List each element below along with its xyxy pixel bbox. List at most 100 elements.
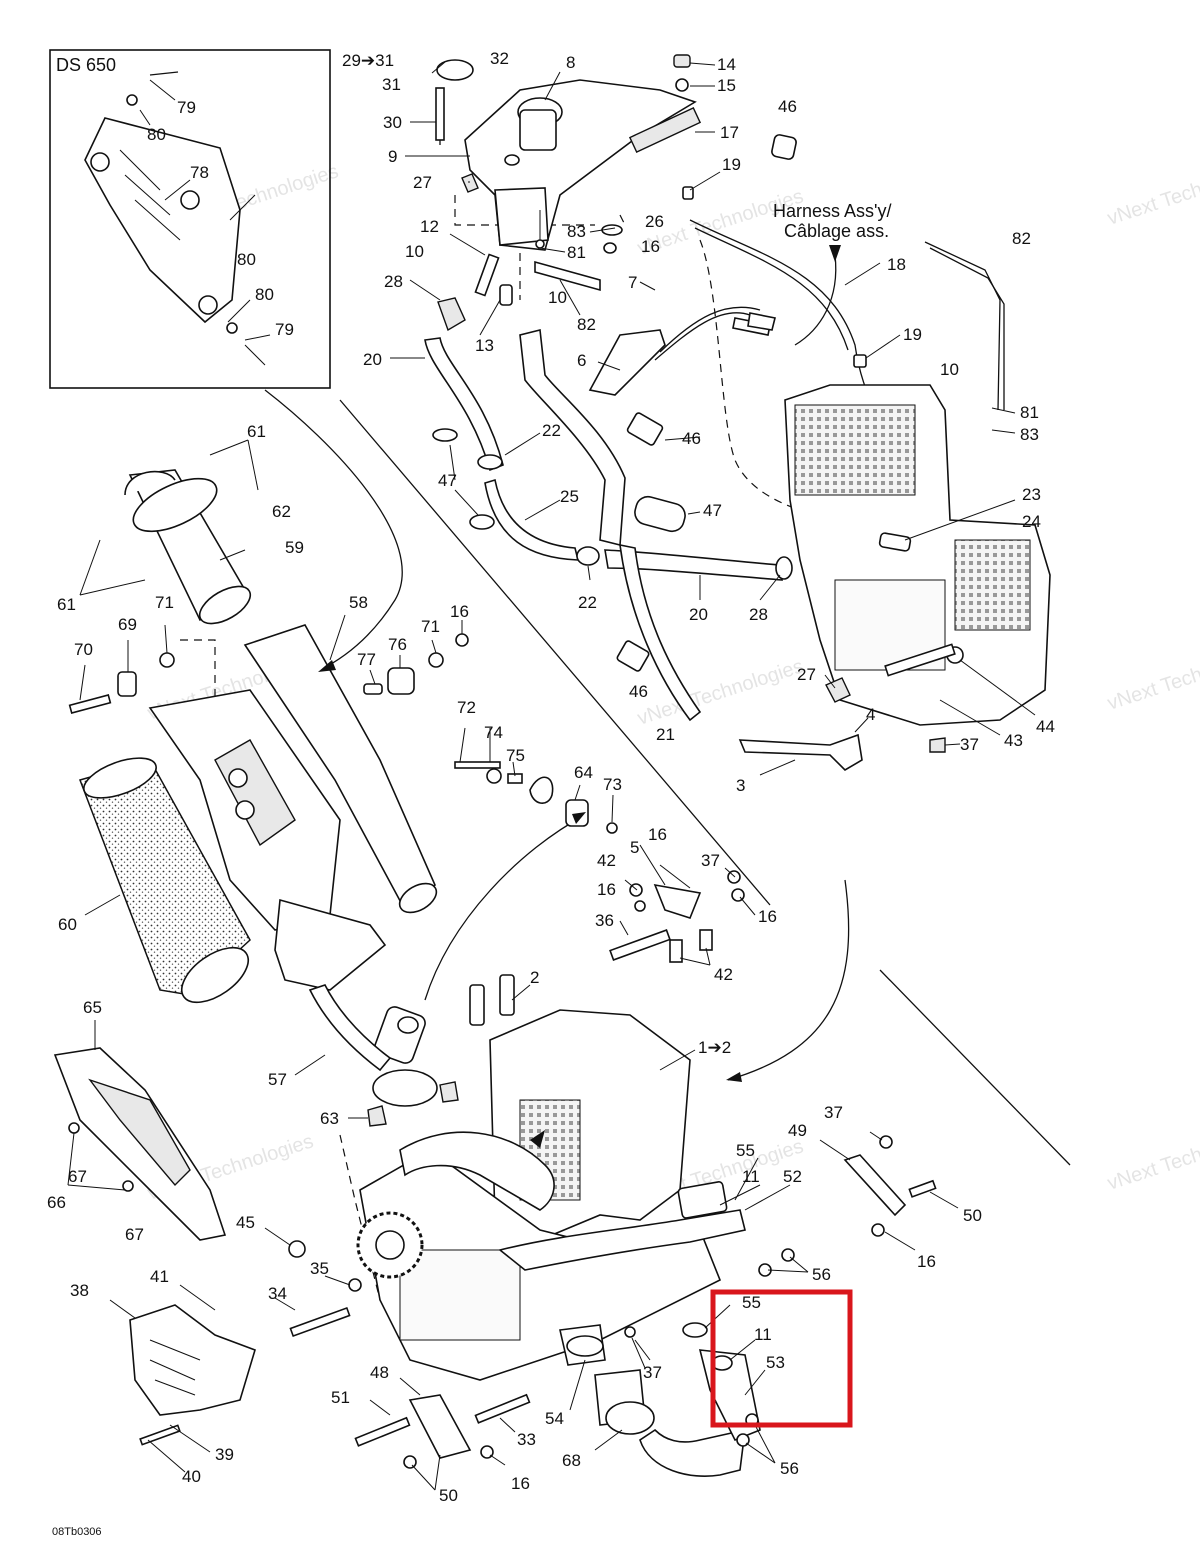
callout: 12 [420, 217, 439, 236]
callout: 40 [182, 1467, 201, 1486]
callout: 17 [720, 123, 739, 142]
callout: 2 [530, 968, 539, 987]
watermark: vNext Technologies [1105, 155, 1200, 229]
callout: 67 [125, 1225, 144, 1244]
gasket-47 [634, 495, 686, 533]
callout: 82 [1012, 229, 1031, 248]
callout: 16 [641, 237, 660, 256]
callout: 35 [310, 1259, 329, 1278]
callout: 22 [542, 421, 561, 440]
callout: 79 [177, 98, 196, 117]
callout: 46 [629, 682, 648, 701]
callout: 81 [1020, 403, 1039, 422]
callout: 15 [717, 76, 736, 95]
engine-upper-right [738, 384, 1051, 772]
flange-57 [372, 1069, 438, 1107]
callout: 60 [58, 915, 77, 934]
flange [132, 477, 218, 533]
callout: 82 [577, 315, 596, 334]
callout: 53 [766, 1353, 785, 1372]
callout: 19 [903, 325, 922, 344]
clamp-46 [771, 134, 797, 160]
bracket-5 [653, 883, 702, 919]
callout: 10 [405, 242, 424, 261]
callout: 77 [357, 650, 376, 669]
muffler-assembly [68, 469, 469, 1004]
coolant-hoses [424, 329, 793, 722]
callout: 5 [630, 838, 639, 857]
leader-lines [67, 61, 1036, 1491]
bolt-33 [474, 1393, 531, 1424]
callout: 29➔31 [342, 51, 394, 70]
callout-labels: 79 80 78 80 80 79 29➔31 31 32 8 14 15 30… [47, 49, 1055, 1505]
bolt-70 [68, 693, 112, 715]
callout: 42 [597, 851, 616, 870]
callout: 27 [413, 173, 432, 192]
callout: 26 [645, 212, 664, 231]
callout: 48 [370, 1363, 389, 1382]
callout: 37 [824, 1103, 843, 1122]
callout: 28 [384, 272, 403, 291]
callout: 9 [388, 147, 397, 166]
lever-3 [738, 733, 863, 772]
bolt-36 [609, 929, 671, 961]
callout: 36 [595, 911, 614, 930]
callout: 20 [363, 350, 382, 369]
bolt-34 [289, 1306, 351, 1338]
spring-clip-64 [529, 776, 554, 804]
flange-68 [605, 1401, 655, 1435]
callout: 83 [1020, 425, 1039, 444]
o-ring-47 [432, 428, 458, 442]
inset-ds650: DS 650 [49, 49, 331, 389]
callout: 83 [567, 222, 586, 241]
callout: 76 [388, 635, 407, 654]
lower-left-shields [53, 1047, 636, 1469]
callout: 81 [567, 243, 586, 262]
callout: 63 [320, 1109, 339, 1128]
grommet-76 [387, 667, 415, 695]
callout: 50 [963, 1206, 982, 1225]
callout: 71 [155, 593, 174, 612]
callout: 50 [439, 1486, 458, 1505]
callout: 31 [382, 75, 401, 94]
callout: 23 [1022, 485, 1041, 504]
foam-strip-17 [628, 107, 702, 153]
callout: 64 [574, 763, 593, 782]
callout: 13 [475, 336, 494, 355]
engine-lower [308, 974, 795, 1478]
callout: 80 [255, 285, 274, 304]
arrows [318, 245, 841, 1148]
hose-20b [604, 549, 783, 581]
callout: 47 [438, 471, 457, 490]
callout: 37 [643, 1363, 662, 1382]
harness-label: Harness Ass'y/ Câblage ass. [773, 201, 891, 241]
hose-20 [424, 337, 504, 472]
harness-and-cables [588, 134, 1005, 421]
callout: 44 [1036, 717, 1055, 736]
exhaust-outlet [639, 1428, 746, 1478]
pipe-57 [308, 984, 392, 1072]
callout: 16 [597, 880, 616, 899]
callout: 57 [268, 1070, 287, 1089]
callout: 69 [118, 615, 137, 634]
bracket-5-group [454, 761, 745, 963]
clip-46 [626, 412, 664, 446]
callout: 16 [917, 1252, 936, 1271]
callout: 46 [682, 429, 701, 448]
clamp-22 [576, 546, 600, 566]
callout: 46 [778, 97, 797, 116]
callout: 37 [701, 851, 720, 870]
harness-label-line2: Câblage ass. [784, 221, 889, 241]
callout: 58 [349, 593, 368, 612]
callout: 22 [578, 593, 597, 612]
watermark: vNext Technologies [1105, 1120, 1200, 1194]
callout: 79 [275, 320, 294, 339]
callout: 75 [506, 746, 525, 765]
spark-plug-2 [499, 974, 515, 1016]
washer-71 [159, 652, 175, 668]
bolt-72 [454, 761, 501, 769]
o-ring-47 [469, 514, 495, 530]
callout: 70 [74, 640, 93, 659]
callout: 41 [150, 1267, 169, 1286]
callout: 8 [566, 53, 575, 72]
